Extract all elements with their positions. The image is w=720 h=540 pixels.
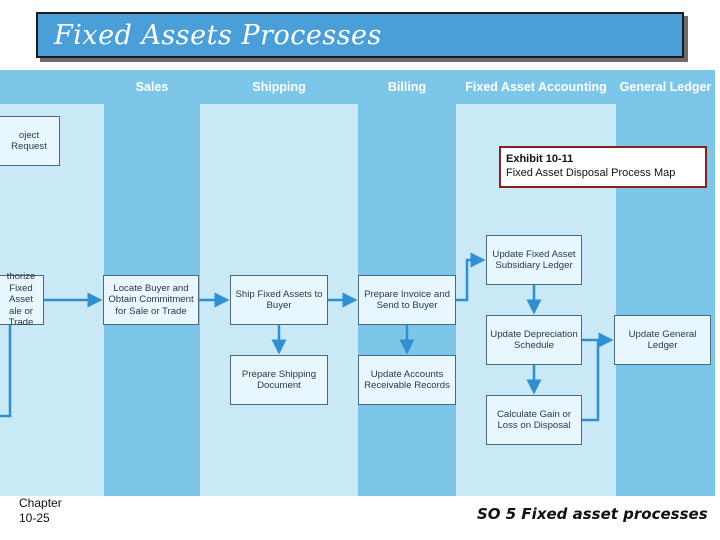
flow-arrows: [0, 252, 614, 422]
box-update-depreciation: Update Depreciation Schedule: [486, 315, 582, 365]
lane-header-general-ledger: General Ledger: [619, 79, 712, 94]
lane-header-fixed-asset-accounting: Fixed Asset Accounting: [456, 70, 616, 104]
box-project-request: oject Request: [0, 116, 60, 166]
footer-chapter: Chapter 10-25: [19, 496, 62, 526]
process-map: Sales Shipping Billing Fixed Asset Accou…: [0, 70, 715, 496]
title-banner: Fixed Assets Processes: [36, 12, 684, 58]
box-authorize-sale: thorize Fixed Asset ale or Trade: [0, 271, 44, 328]
lane-header-project: [0, 70, 104, 104]
box-update-ar: Update Accounts Receivable Records: [358, 355, 456, 405]
box-prepare-shipping: Prepare Shipping Document: [230, 355, 328, 405]
box-update-subsidiary: Update Fixed Asset Subsidiary Ledger: [486, 235, 582, 285]
exhibit-callout: Exhibit 10-11 Fixed Asset Disposal Proce…: [499, 146, 707, 188]
arrow-calculate-to-gl: [582, 340, 600, 422]
box-locate-buyer: Locate Buyer and Obtain Commitment for S…: [103, 275, 199, 325]
arrow-left-loop: [0, 325, 12, 418]
page-title: Fixed Assets Processes: [54, 20, 382, 51]
box-prepare-invoice: Prepare Invoice and Send to Buyer: [358, 275, 456, 325]
box-update-gl: Update General Ledger: [614, 315, 711, 365]
arrow-invoice-to-subsidiary: [456, 252, 486, 302]
box-calculate-gain: Calculate Gain or Loss on Disposal: [486, 395, 582, 445]
chapter-label: Chapter: [19, 496, 62, 510]
lane-general-ledger: General Ledger: [616, 70, 715, 496]
box-ship-fixed-assets: Ship Fixed Assets to Buyer: [230, 275, 328, 325]
lane-header-shipping: Shipping: [200, 70, 358, 104]
exhibit-subtitle: Fixed Asset Disposal Process Map: [506, 167, 676, 179]
exhibit-title: Exhibit 10-11: [506, 153, 574, 165]
footer-objective: SO 5 Fixed asset processes: [477, 505, 708, 523]
page-number: 10-25: [19, 511, 50, 525]
lane-header-billing: Billing: [387, 79, 427, 94]
lane-header-sales: Sales: [135, 79, 169, 94]
